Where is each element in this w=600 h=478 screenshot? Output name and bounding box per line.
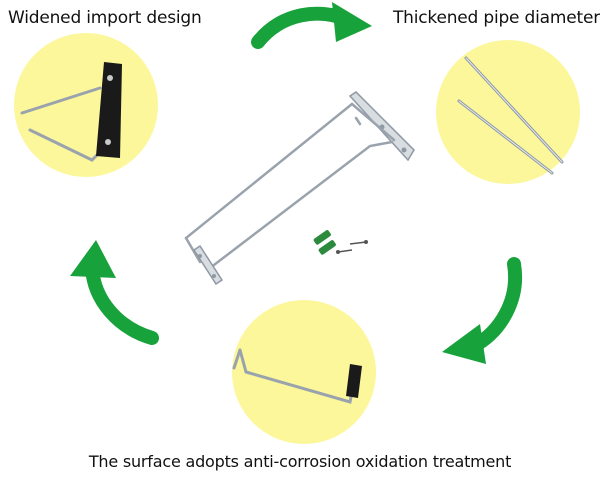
highlight-circle	[436, 40, 580, 184]
curved-arrow-icon	[251, 2, 372, 49]
caption-thickened-pipe: Thickened pipe diameter	[393, 8, 600, 28]
mounting-hardware	[313, 230, 368, 255]
highlight-circle	[14, 33, 158, 177]
pipe-detail	[457, 56, 564, 175]
stemware-rack-illustration	[184, 91, 415, 286]
detail-circle-top-left	[14, 33, 158, 177]
detail-circle-top-right	[436, 40, 580, 184]
curved-arrow-icon	[442, 257, 523, 364]
curved-arrow-icon	[70, 240, 159, 345]
caption-anti-corrosion: The surface adopts anti-corrosion oxidat…	[88, 452, 512, 471]
side-profile-detail	[232, 348, 362, 404]
detail-circle-bottom	[232, 300, 376, 444]
caption-widened-import: Widened import design	[8, 8, 202, 28]
highlight-circle	[232, 300, 376, 444]
wide-bracket-detail	[20, 62, 122, 162]
